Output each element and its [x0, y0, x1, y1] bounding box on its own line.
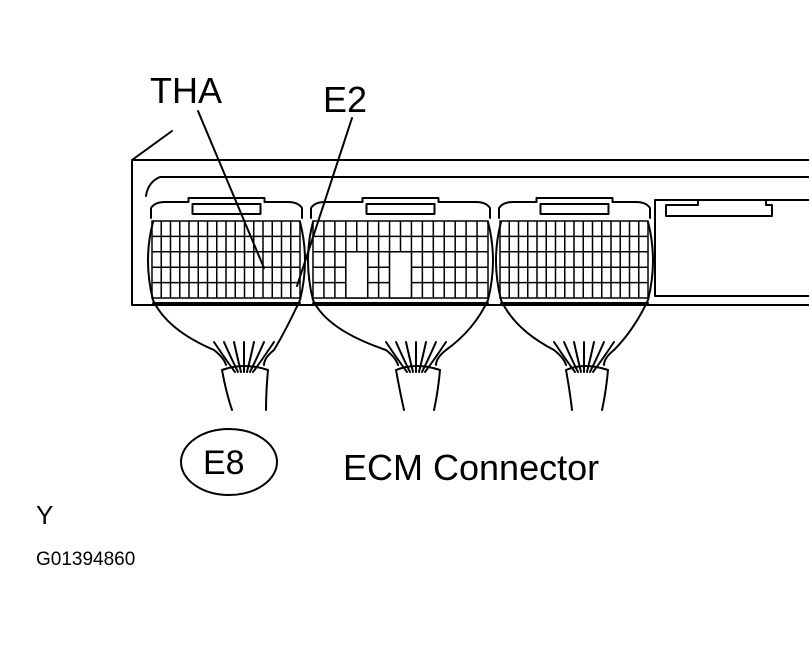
plug-cable — [395, 365, 441, 411]
e2-leader-line — [296, 117, 353, 287]
plug-wire — [421, 341, 437, 373]
plug-wire — [213, 341, 236, 373]
plug-wire — [424, 341, 447, 373]
plug-wire — [395, 341, 411, 373]
plug-body — [147, 221, 306, 366]
plug-latch — [498, 197, 651, 219]
ecm-connector-title: ECM Connector — [343, 447, 600, 488]
plug-body — [495, 221, 654, 366]
plug-wire — [223, 341, 239, 373]
plug-latch — [310, 197, 491, 219]
figure-id-label: G01394860 — [36, 549, 136, 570]
plug-3-pin-grid — [499, 220, 649, 299]
plug-wire — [592, 341, 615, 373]
plug-wire — [589, 341, 605, 373]
e2-label: E2 — [323, 79, 368, 120]
plug-wire — [252, 341, 275, 373]
plug-wire — [418, 341, 427, 373]
connector-code-ellipse — [180, 428, 278, 496]
plug-cable — [565, 365, 609, 411]
plug-wire — [586, 341, 595, 373]
y-label: Y — [36, 500, 54, 530]
plug-latch-tab — [365, 203, 436, 215]
plug-body — [307, 221, 494, 366]
plug-wire — [553, 341, 576, 373]
ecm-housing-bevel — [131, 130, 173, 161]
ecm-housing-inner — [145, 176, 809, 197]
plug-2 — [307, 197, 494, 411]
plug-wire — [249, 341, 265, 373]
connector-code-label: E8 — [203, 444, 245, 482]
plug-wire — [233, 341, 242, 373]
ecm-housing-outline — [131, 159, 809, 306]
plug-wire — [573, 341, 582, 373]
plug-wire — [246, 341, 255, 373]
plug-latch-tab — [539, 203, 610, 215]
plug-cable — [221, 365, 269, 411]
plug-1-pin-grid — [151, 220, 301, 299]
plug-1 — [147, 197, 306, 411]
tha-leader-line — [197, 110, 265, 269]
plug-2-pin-grid — [312, 220, 489, 299]
plug-latch-tab — [191, 203, 262, 215]
plug-wire — [385, 341, 408, 373]
plug-latch — [150, 197, 303, 219]
tha-label: THA — [150, 70, 222, 111]
empty-socket-outline — [654, 199, 809, 297]
plug-wire — [563, 341, 579, 373]
plug-3 — [495, 197, 654, 411]
plug-wire — [405, 341, 414, 373]
empty-socket-latch — [665, 199, 773, 217]
